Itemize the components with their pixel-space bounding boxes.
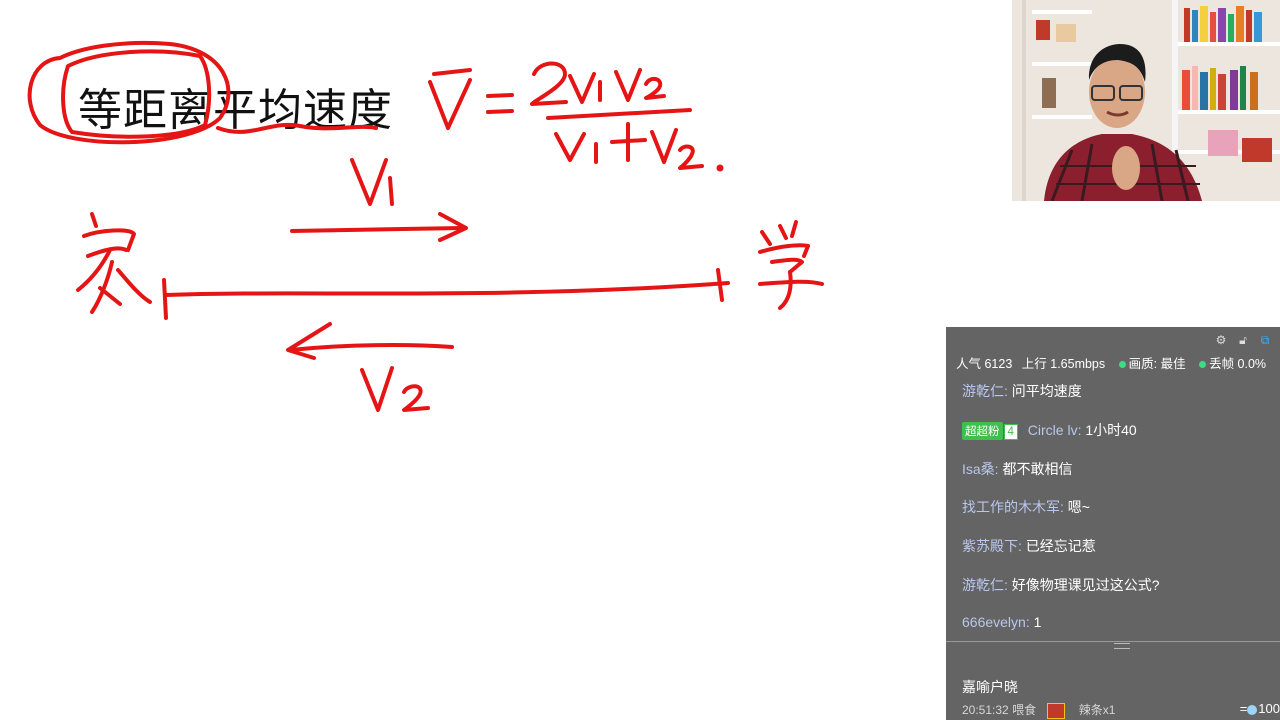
v1-arrow-shaft — [290, 226, 464, 233]
school-char-stroke3 — [790, 220, 798, 238]
chat-message: 666evelyn: 1 — [962, 614, 1274, 653]
school-char-stroke1 — [760, 230, 772, 246]
chat-text: 1 — [1033, 613, 1042, 630]
chat-text: 都不敢相信 — [1002, 460, 1073, 477]
gift-notification: 20:51:32 喂食 辣条x1 =100 — [962, 701, 1280, 719]
resize-grip-icon[interactable] — [1114, 643, 1130, 649]
frame-drop-stat: 丢帧 0.0% — [1209, 357, 1267, 371]
fan-badge-level: 4 — [1003, 423, 1018, 440]
chat-username[interactable]: Isa桑: — [962, 460, 999, 477]
chat-text: 1小时40 — [1085, 421, 1137, 438]
v1-letter-v — [350, 158, 388, 206]
formula-den-2 — [678, 144, 704, 170]
chat-username[interactable]: 游乾仁: — [962, 576, 1008, 593]
fan-badge[interactable]: 超超粉 — [962, 421, 1003, 440]
coin-icon — [1247, 704, 1258, 715]
formula-bar — [432, 68, 472, 76]
chat-username[interactable]: 找工作的木木军: — [962, 499, 1064, 516]
chat-text: 好像物理课见过这公式? — [1011, 576, 1160, 593]
stream-stats: 人气 6123 上行 1.65mbps 画质: 最佳 丢帧 0.0% — [956, 353, 1272, 372]
v1-letter-1 — [388, 176, 394, 206]
home-char-stroke4 — [76, 248, 112, 292]
chat-text: 问平均速度 — [1011, 383, 1082, 399]
gift-item: 辣条x1 — [1078, 703, 1116, 717]
chat-message: 游乾仁: 好像物理课见过这公式? — [962, 575, 1274, 614]
chat-text: 嗯~ — [1067, 499, 1090, 516]
v2-letter-2 — [402, 384, 430, 412]
title-circle-inner — [61, 49, 212, 139]
chat-message: Isa桑: 都不敢相信 — [962, 459, 1274, 498]
title-circle-outer — [27, 40, 231, 145]
home-char-stroke6 — [116, 268, 152, 304]
formula-eq1 — [486, 93, 514, 98]
chat-message: 紫苏殿下: 已经忘记惹 — [962, 536, 1274, 575]
webcam-video — [1012, 0, 1280, 201]
popout-icon[interactable]: ⧉ — [1260, 333, 1270, 347]
home-char-stroke7 — [98, 286, 122, 306]
popularity-stat: 人气 6123 — [956, 357, 1013, 371]
school-char-stroke6 — [778, 270, 793, 310]
formula-num-2b — [644, 77, 666, 100]
chat-panel: ⚙ 🔓︎ ⧉ 人气 6123 上行 1.65mbps 画质: 最佳 丢帧 0.0… — [946, 327, 1280, 720]
home-char-stroke5 — [90, 260, 114, 314]
distance-tick-left — [162, 278, 168, 320]
coin-amount: 100 — [1258, 701, 1280, 716]
v1-arrow-head — [438, 212, 468, 242]
quality-status-icon — [1118, 360, 1126, 368]
spicy-strip-gift-icon — [1047, 702, 1066, 719]
chat-username[interactable]: 游乾仁: — [962, 383, 1008, 399]
distance-line — [164, 281, 730, 297]
formula-den-plus-h — [610, 138, 647, 144]
settings-icon[interactable]: ⚙ — [1215, 333, 1227, 347]
chat-toolbar: ⚙ 🔓︎ ⧉ — [1214, 333, 1272, 347]
gift-time: 20:51:32 — [962, 703, 1009, 717]
distance-tick-right — [716, 268, 724, 302]
v2-arrow-shaft — [288, 343, 454, 352]
chat-username[interactable]: Circle lv: — [1027, 421, 1082, 438]
v2-arrow-head — [286, 322, 332, 360]
formula-dot — [716, 164, 724, 172]
v2-letter-v — [360, 366, 394, 412]
formula-num-v1 — [568, 72, 596, 104]
home-char-stroke1 — [90, 212, 98, 228]
chat-message: 游乾仁: 问平均速度 — [962, 381, 1274, 420]
title-underline — [216, 122, 378, 134]
formula-v — [428, 78, 472, 130]
coin-balance: =100 — [1239, 701, 1280, 716]
school-char-stroke5 — [770, 257, 804, 274]
chat-splitter[interactable] — [946, 641, 1280, 642]
lock-icon[interactable]: 🔓︎ — [1239, 333, 1247, 347]
home-char-stroke2 — [82, 228, 136, 252]
formula-num-2 — [530, 61, 568, 106]
formula-den-v2 — [650, 128, 678, 164]
school-char-stroke2 — [778, 224, 788, 240]
gift-sender[interactable]: 嘉喻户晓 — [962, 679, 1018, 695]
school-char-stroke7 — [758, 279, 824, 286]
formula-eq2 — [486, 109, 514, 114]
chat-message: 找工作的木木军: 嗯~ — [962, 497, 1274, 536]
webcam-scene — [1012, 0, 1280, 201]
quality-stat: 画质: 最佳 — [1128, 357, 1186, 371]
formula-num-v2 — [614, 68, 642, 102]
formula-den-v1 — [554, 132, 586, 162]
school-char-stroke4 — [758, 243, 810, 258]
gift-action: 喂食 — [1012, 703, 1037, 717]
frame-drop-status-icon — [1199, 360, 1207, 368]
chat-username[interactable]: 666evelyn: — [962, 613, 1030, 630]
upload-stat: 上行 1.65mbps — [1021, 357, 1106, 371]
formula-fraction-bar — [546, 108, 692, 120]
chat-username[interactable]: 紫苏殿下: — [962, 538, 1022, 555]
chat-text: 已经忘记惹 — [1025, 538, 1096, 555]
